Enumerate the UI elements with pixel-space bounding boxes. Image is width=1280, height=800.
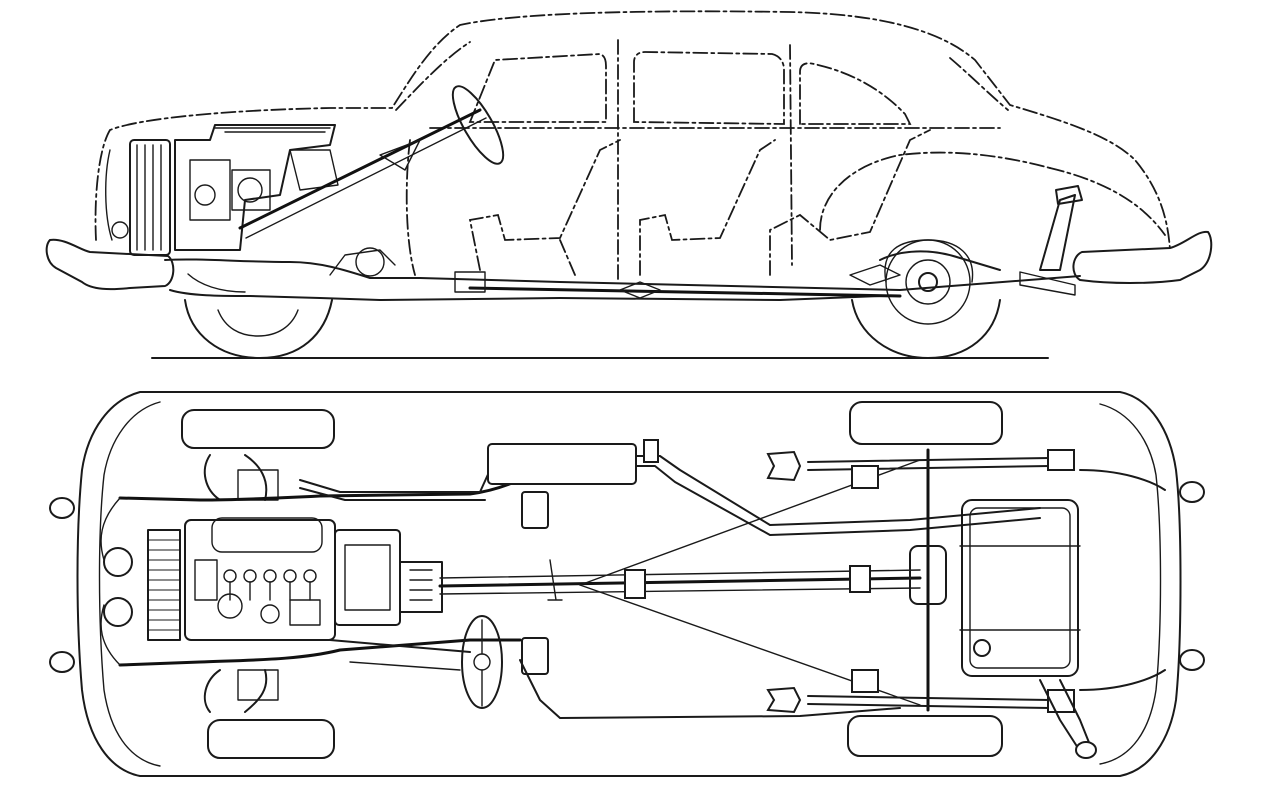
front-bumper-guard-bottom [49, 651, 75, 673]
tailpipe-hanger [643, 439, 659, 463]
rear-bumper-guard-top [1179, 481, 1205, 503]
front-susp-bottom-arm [203, 669, 221, 713]
exhaust-side [169, 289, 881, 301]
fuel-tank-plan [961, 499, 1079, 677]
tank-straps [959, 545, 1081, 631]
u-joint-rear [849, 565, 871, 593]
tire-front-bottom [207, 719, 335, 759]
frame-rail-bottom [118, 638, 522, 667]
front-spring-top [237, 469, 279, 501]
shock-absorber-bottom [851, 669, 879, 693]
fuel-gauge-sender [973, 639, 991, 657]
c-door-line [789, 44, 793, 266]
front-window [468, 53, 607, 123]
rear-window-line [949, 57, 1009, 111]
inner-rear-outline [1099, 403, 1162, 765]
middle-window [633, 51, 785, 125]
air-cleaner-plan [211, 517, 323, 553]
front-bumper [45, 238, 175, 291]
crossmember-pad-bottom [521, 637, 549, 675]
rear-fender-curve [1049, 167, 1166, 236]
rear-side-window [799, 62, 912, 125]
pedal-bracket [379, 139, 421, 171]
leaf-spring-bottom [807, 695, 1051, 701]
leaf-spring-top [807, 457, 1051, 463]
fuel-filler-side [1039, 194, 1076, 271]
fuel-line-plan [519, 659, 901, 719]
u-joint-side [619, 281, 661, 299]
filler-neck-plan [1039, 679, 1079, 749]
steering-column [238, 108, 482, 230]
body-plan-outline [76, 391, 1182, 777]
tire-front-top [181, 409, 335, 449]
shackle-side [849, 264, 901, 286]
tire-rear-bottom [847, 715, 1003, 757]
spring-hanger-top [766, 450, 802, 482]
exhaust-pipe-front [299, 469, 491, 493]
front-door-line [405, 139, 416, 276]
rear-shackle-top [1047, 449, 1075, 471]
muffler-plan [487, 443, 637, 485]
rear-frame-bottom [1079, 669, 1166, 691]
windshield-line [395, 41, 471, 111]
rear-bumper-guard-bottom [1179, 649, 1205, 671]
headlamp-bottom [103, 597, 133, 627]
fuel-cap-side [1055, 185, 1083, 205]
underside-view [49, 391, 1205, 777]
u-joint-front [624, 569, 646, 599]
body-outline [94, 10, 1171, 251]
filler-cap-plan [1075, 741, 1097, 759]
radiator-plan [147, 529, 181, 641]
front-wheel-side [184, 299, 333, 359]
leaf-spring-side [879, 250, 1001, 271]
front-seat-leg [559, 239, 576, 276]
engine-plan [184, 517, 336, 641]
steering-wheel-plan [461, 615, 503, 709]
center-bearing [547, 559, 563, 601]
rear-frame-top [1079, 469, 1166, 491]
driveshaft-side [468, 286, 902, 298]
inner-front-outline [98, 401, 161, 767]
front-susp-top-arm [203, 454, 221, 501]
frame-rail-side [164, 258, 1081, 291]
rear-fender [819, 151, 1051, 231]
rear-seat-right [769, 129, 931, 276]
headlamp-top [103, 547, 133, 577]
rear-seat-left [639, 139, 776, 276]
front-bumper-guard-top [49, 497, 75, 519]
spring-hanger-bottom [766, 686, 802, 714]
engine-side [105, 124, 339, 256]
clutch-housing-side [355, 247, 385, 277]
front-spring-bottom [237, 669, 279, 701]
tire-rear-top [849, 401, 1003, 445]
steering-column-plan [329, 639, 471, 653]
rear-wheel-side [851, 239, 1001, 359]
side-view [45, 10, 1213, 359]
shock-absorber-top [851, 465, 879, 489]
rear-bumper [1072, 230, 1213, 284]
driveshaft-plan [438, 576, 922, 588]
steering-wheel-side [451, 85, 505, 165]
differential-plan [909, 545, 947, 605]
front-seat [468, 139, 621, 271]
transmission-tail-side [454, 271, 486, 293]
crossmember-pad-top [521, 491, 549, 529]
